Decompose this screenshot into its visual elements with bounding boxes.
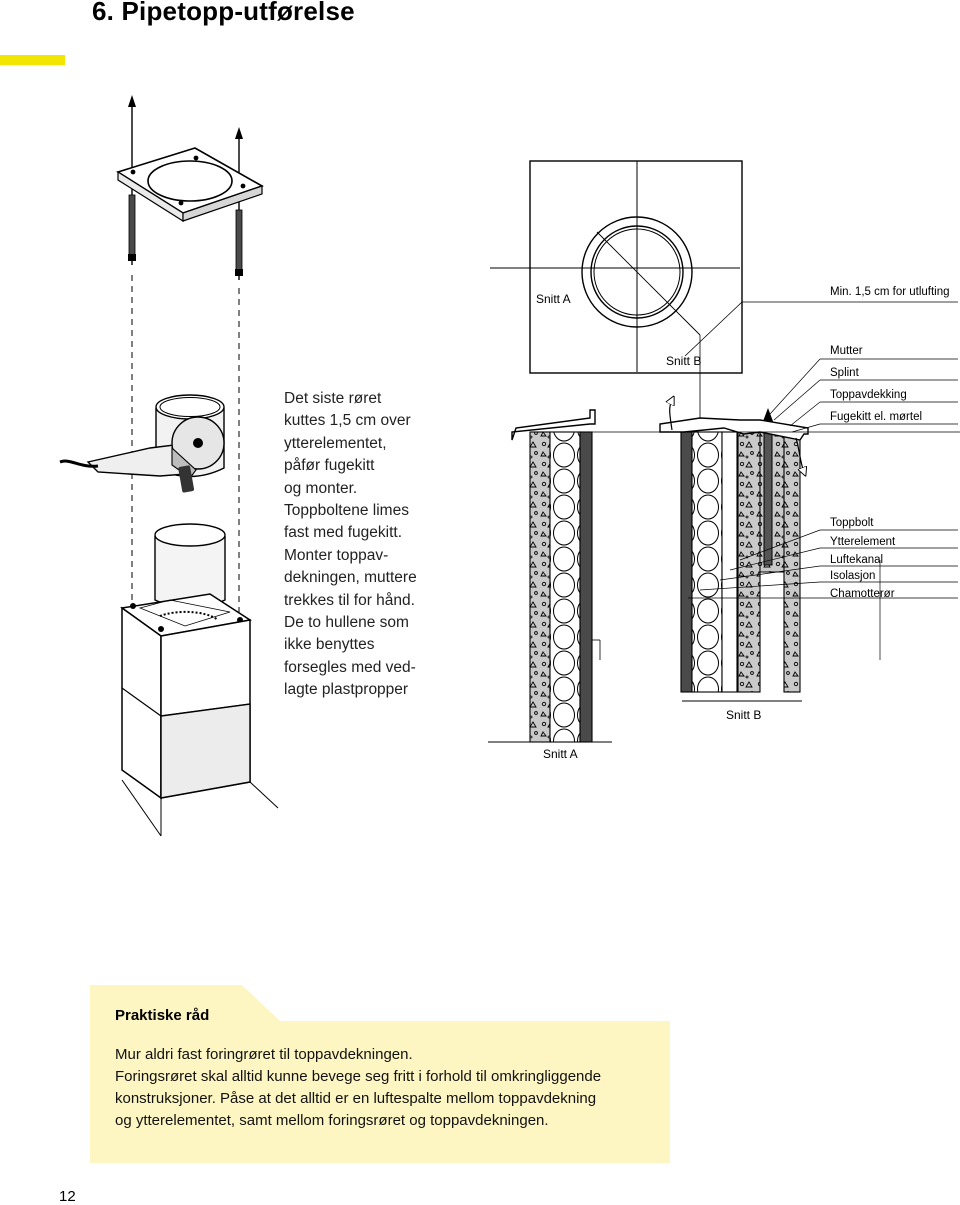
- instruction-line: Det siste røret: [284, 390, 382, 407]
- instruction-line: kuttes 1,5 cm over: [284, 412, 411, 430]
- advice-line: Mur aldri fast foringrøret til toppavdek…: [115, 1046, 413, 1063]
- instruction-line: trekkes til for hånd.: [284, 591, 415, 609]
- pipe-cutting-illustration: [59, 394, 225, 493]
- accent-bar: [0, 55, 65, 65]
- callout-luftekanal: Luftekanal: [830, 554, 883, 566]
- instruction-line: dekningen, muttere: [284, 569, 417, 587]
- advice-line: Foringsrøret skal alltid kunne bevege se…: [115, 1068, 602, 1085]
- callout-isolasjon: Isolasjon: [830, 570, 875, 582]
- plan-label-snitt-b: Snitt B: [666, 354, 701, 368]
- callout-leaders: [688, 358, 958, 660]
- section-label-snitt-a: Snitt A: [543, 747, 578, 761]
- instruction-line: Monter toppav-: [284, 546, 389, 564]
- callout-ytterelement: Ytterelement: [830, 536, 896, 548]
- advice-box-background: [90, 985, 670, 1163]
- instruction-line: fast med fugekitt.: [284, 524, 403, 542]
- section-a: [488, 409, 612, 743]
- section-label-snitt-b: Snitt B: [726, 708, 761, 722]
- advice-line: konstruksjoner. Påse at det alltid er en…: [115, 1090, 597, 1107]
- practical-advice-box: Praktiske råd Mur aldri fast foringrøret…: [90, 985, 670, 1163]
- instruction-line: påfør fugekitt: [284, 457, 375, 475]
- page-title: 6. Pipetopp-utførelse: [92, 0, 355, 26]
- advice-title: Praktiske råd: [115, 1007, 210, 1024]
- instruction-line: ikke benyttes: [284, 636, 375, 654]
- installation-instructions: Det siste røret kuttes 1,5 cm over ytter…: [284, 388, 464, 702]
- chimney-element-stack: [120, 523, 279, 837]
- page-number: 12: [59, 1188, 76, 1205]
- chimney-assembly-figure: Snitt A Snitt B Min. 1,5 cm for utluftin…: [59, 95, 960, 837]
- advice-line: og ytterelementet, samt mellom foringsrø…: [115, 1112, 549, 1129]
- instruction-line: lagte plastpropper: [284, 681, 409, 699]
- instruction-line: Toppboltene limes: [284, 502, 409, 520]
- callout-splint: Splint: [830, 367, 860, 379]
- ventilation-note: Min. 1,5 cm for utlufting: [830, 286, 950, 298]
- callout-chamotteror: Chamotterør: [830, 588, 895, 600]
- top-plate-exploded: [116, 95, 264, 280]
- callout-mutter: Mutter: [830, 345, 863, 357]
- plan-view: [490, 160, 958, 430]
- callout-toppbolt: Toppbolt: [830, 517, 874, 529]
- callout-toppavdekking: Toppavdekking: [830, 389, 907, 401]
- callout-fugekitt: Fugekitt el. mørtel: [830, 411, 922, 423]
- instruction-line: forsegles med ved-: [284, 658, 416, 676]
- section-b: [590, 400, 960, 702]
- instruction-line: De to hullene som: [284, 614, 409, 632]
- instruction-line: og monter.: [284, 479, 358, 497]
- instruction-line: ytterelementet,: [284, 434, 387, 452]
- advice-body: Mur aldri fast foringrøret til toppavdek…: [115, 1044, 660, 1132]
- plan-label-snitt-a: Snitt A: [536, 292, 571, 306]
- guide-lines: [131, 275, 240, 615]
